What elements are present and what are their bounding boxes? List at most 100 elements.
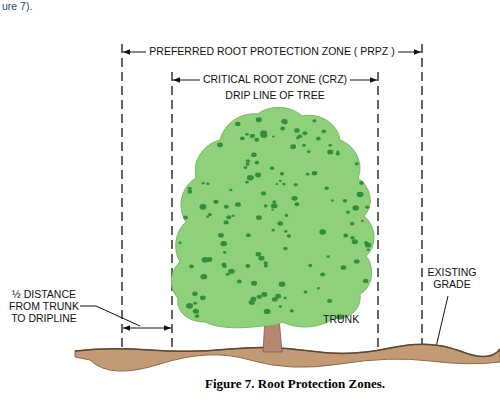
foliage-spot	[247, 175, 254, 181]
foliage-spot	[291, 196, 297, 201]
crz-boundary	[377, 72, 378, 352]
foliage-spot	[325, 187, 329, 190]
foliage-spot	[312, 119, 316, 122]
foliage-spot	[279, 180, 282, 182]
foliage-spot	[193, 302, 197, 305]
foliage-spot	[229, 189, 232, 192]
foliage-spot	[302, 144, 306, 147]
foliage-spot	[200, 296, 206, 301]
foliage-spot	[254, 138, 259, 142]
foliage-spot	[281, 119, 287, 124]
foliage-spot	[294, 202, 299, 206]
foliage-spot	[307, 150, 311, 153]
foliage-spot	[304, 290, 308, 293]
foliage-spot	[361, 220, 364, 222]
foliage-spot	[261, 292, 267, 297]
dimension-label: ½ DISTANCE FROM TRUNK TO DRIPLINE	[5, 288, 83, 324]
foliage-spot	[257, 295, 262, 299]
foliage-spot	[350, 236, 355, 240]
foliage-spot	[297, 134, 302, 138]
foliage-spot	[272, 200, 276, 203]
foliage-spot	[202, 257, 209, 263]
foliage-spot	[352, 239, 358, 244]
foliage-spot	[280, 127, 285, 131]
foliage-spot	[271, 209, 274, 211]
foliage-spot	[346, 211, 350, 214]
foliage-spot	[218, 233, 224, 238]
foliage-spot	[208, 213, 212, 216]
foliage-spot	[186, 303, 193, 309]
foliage-spot	[341, 265, 347, 269]
ground	[75, 344, 500, 371]
foliage-spot	[226, 273, 230, 276]
foliage-spot	[343, 234, 348, 238]
foliage-spot	[255, 172, 261, 177]
foliage-spot	[279, 282, 286, 287]
foliage-spot	[222, 262, 227, 266]
foliage-spot	[264, 204, 268, 207]
foliage-spot	[270, 166, 275, 170]
foliage-spot	[316, 137, 321, 141]
foliage-spot	[343, 199, 347, 203]
prpz-boundary	[121, 44, 122, 352]
foliage-spot	[179, 242, 182, 245]
foliage-spot	[312, 171, 317, 175]
dripline-label: DRIP LINE OF TREE	[225, 89, 324, 101]
foliage-spot	[359, 181, 364, 185]
foliage-spot	[294, 128, 300, 132]
foliage-spot	[302, 131, 307, 135]
foliage-spot	[285, 214, 289, 217]
foliage-spot	[188, 187, 192, 190]
foliage-spot	[283, 247, 288, 251]
foliage-spot	[354, 259, 360, 263]
foliage-spot	[200, 274, 207, 279]
foliage-spot	[187, 190, 192, 194]
foliage-spot	[272, 135, 275, 137]
foliage-spot	[245, 264, 250, 268]
foliage-spot	[245, 181, 249, 184]
foliage-spot	[322, 130, 327, 134]
foliage-spot	[263, 261, 267, 264]
foliage-spot	[256, 215, 262, 220]
foliage-spot	[275, 294, 281, 299]
foliage-spot	[246, 162, 250, 165]
existing-grade-line	[75, 344, 500, 356]
foliage-spot	[280, 172, 284, 175]
foliage-spot	[290, 309, 294, 312]
foliage-spot	[326, 255, 330, 258]
zone-label: PREFERRED ROOT PROTECTION ZONE ( PRPZ )	[146, 45, 397, 57]
foliage-spot	[250, 297, 256, 302]
foliage-spot	[260, 133, 267, 138]
foliage-spot	[271, 203, 277, 208]
foliage-spot	[294, 183, 298, 186]
foliage-spot	[290, 144, 296, 149]
foliage-spot	[272, 229, 275, 232]
foliage-spot	[246, 233, 251, 237]
foliage-spot	[255, 161, 260, 165]
foliage-spot	[331, 199, 334, 202]
crz-boundary	[171, 72, 172, 352]
foliage-spot	[226, 215, 231, 219]
foliage-spot	[223, 220, 228, 224]
foliage-spot	[199, 204, 206, 210]
foliage-spot	[264, 309, 271, 314]
foliage-spot	[220, 241, 227, 246]
tree-crown	[171, 107, 374, 327]
foliage-spot	[235, 202, 241, 207]
foliage-spot	[277, 221, 282, 225]
text-fragment: ure 7).	[2, 0, 32, 12]
foliage-spot	[328, 144, 332, 147]
foliage-spot	[224, 205, 229, 209]
foliage-spot	[217, 142, 223, 147]
foliage-spot	[366, 248, 369, 251]
foliage-spot	[193, 309, 199, 314]
foliage-spot	[306, 173, 310, 176]
foliage-spot	[251, 153, 257, 158]
half-distance-dimension	[123, 328, 171, 329]
foliage-spot	[355, 162, 359, 165]
figure-caption: Figure 7. Root Protection Zones.	[205, 376, 385, 392]
foliage-spot	[327, 149, 333, 154]
foliage-spot	[195, 314, 200, 318]
foliage-spot	[189, 264, 194, 268]
foliage-spot	[287, 234, 291, 237]
